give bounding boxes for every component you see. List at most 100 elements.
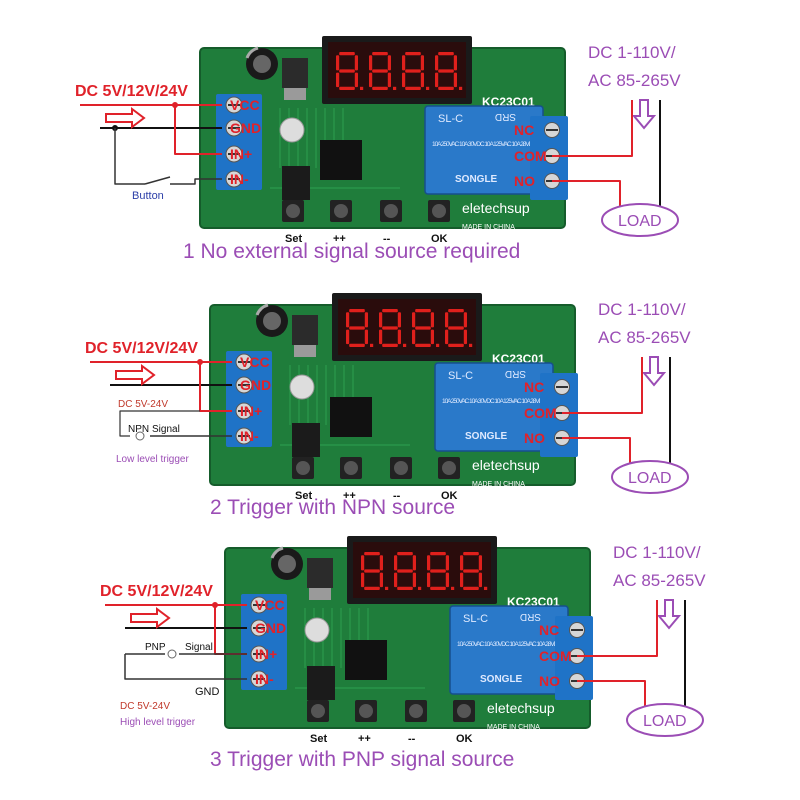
com-wire [552, 100, 633, 157]
terminal-label-2: IN+ [240, 403, 262, 419]
no-wire [562, 437, 631, 463]
button-label-1: ++ [343, 490, 356, 502]
tact-button-cap [334, 204, 348, 218]
button-switch-lever [144, 176, 171, 185]
display-segment [382, 309, 398, 313]
display-segment [382, 326, 398, 330]
caption-2: 2 Trigger with NPN source [210, 496, 455, 519]
display-segment [382, 343, 398, 347]
capacitor-stripe [245, 46, 259, 59]
button-label-3: OK [431, 233, 448, 245]
display-segment [336, 72, 340, 88]
signal-label: Signal [152, 424, 180, 435]
terminal-label-2: IN+ [255, 646, 277, 662]
display-segment [448, 326, 464, 330]
display-dot [385, 586, 389, 590]
display-segment [435, 55, 439, 71]
brand-label: eletechsup [462, 200, 530, 216]
relay-body [450, 606, 568, 694]
display-segment [387, 72, 391, 88]
capacitor-stripe [255, 303, 269, 316]
supply-label-dc: DC 1-110V/ [598, 300, 686, 319]
display-segment [415, 343, 431, 347]
made-in-label: MADE IN CHINA [487, 724, 540, 731]
display-segment [412, 312, 416, 328]
mcu-chip [345, 640, 387, 680]
display-segment [369, 72, 373, 88]
display-dot [393, 86, 397, 90]
tact-button-cap [359, 704, 373, 718]
junction [212, 602, 218, 608]
display-dot [418, 586, 422, 590]
display-segment [364, 552, 380, 556]
load-label: LOAD [618, 213, 662, 230]
tact-button-cap [409, 704, 423, 718]
display-segment [346, 312, 350, 328]
caption-1: 1 No external signal source required [183, 240, 520, 263]
display-segment [415, 309, 431, 313]
display-segment [405, 69, 421, 73]
display-segment [372, 52, 388, 56]
display-segment [435, 72, 439, 88]
display-segment [339, 86, 355, 90]
button-label-0: Set [310, 733, 327, 745]
load-ellipse [601, 203, 679, 237]
relay-terminal-label-1: COM [524, 405, 557, 421]
button-label-2: -- [383, 233, 391, 245]
display-segment [412, 572, 416, 588]
relay-terminal-label-0: NC [539, 622, 559, 638]
relay-body [425, 106, 543, 194]
mcu-chip [330, 397, 372, 437]
relay-rating-label: 10A 250VAC 10A 30VDC 10A 125VAC 10A 28VD… [432, 141, 537, 148]
dc-range-label: DC 5V-24V [118, 399, 168, 410]
load-label: LOAD [628, 470, 672, 487]
display-segment [379, 555, 383, 571]
relay-model-label: SL-C [448, 370, 473, 382]
no-wire [577, 680, 646, 706]
display-segment [427, 555, 431, 571]
display-segment [453, 72, 457, 88]
relay-brand-label: SONGLE [465, 431, 508, 442]
tact-button-cap [394, 461, 408, 475]
display-segment [379, 572, 383, 588]
signal-lamp-icon [135, 431, 145, 441]
display-segment [448, 343, 464, 347]
trigger-label: High level trigger [120, 717, 196, 728]
relay-model-label: SL-C [438, 113, 463, 125]
no-wire [552, 180, 621, 206]
terminal-label-1: GND [230, 120, 261, 136]
display-segment [354, 72, 358, 88]
relay-top-label: SRD [495, 111, 516, 122]
potentiometer [304, 617, 330, 643]
input-arrow-icon [105, 107, 146, 129]
relay-brand-label: SONGLE [480, 674, 523, 685]
display-segment [405, 52, 421, 56]
display-dot [403, 343, 407, 347]
display-segment [349, 326, 365, 330]
mcu-chip [320, 140, 362, 180]
display-segment [460, 572, 464, 588]
display-segment [397, 329, 401, 345]
display-segment [397, 586, 413, 590]
voltage-regulator [292, 315, 318, 345]
display-segment [339, 69, 355, 73]
capacitor-top [278, 555, 296, 573]
display-segment [405, 86, 421, 90]
output-terminal-block [540, 373, 578, 457]
supply-arrow-icon [641, 356, 667, 387]
display-segment [397, 552, 413, 556]
display-segment [427, 572, 431, 588]
terminal-label-0: VCC [255, 597, 285, 613]
display-dot [426, 86, 430, 90]
com-wire [577, 600, 658, 657]
terminal-body [216, 94, 262, 190]
display-segment [354, 55, 358, 71]
display-segment [420, 72, 424, 88]
display-segment [402, 55, 406, 71]
tact-button-cap [311, 704, 325, 718]
display-segment [463, 586, 479, 590]
in-plus-wire [174, 105, 222, 155]
button-label-2: -- [393, 490, 401, 502]
